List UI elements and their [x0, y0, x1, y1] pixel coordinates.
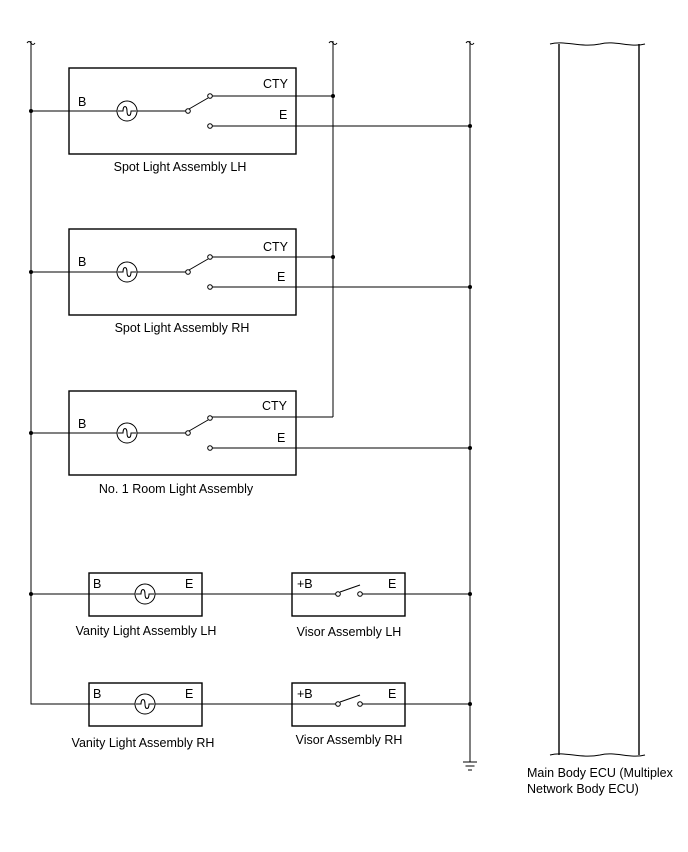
- room-light-assembly: B CTY E No. 1 Room Light Assembly: [29, 390, 472, 496]
- pin-e-label: E: [388, 577, 396, 591]
- lamp-icon: [116, 100, 138, 122]
- main-body-ecu: Main Body ECU (Multiplex Network Body EC…: [527, 42, 674, 796]
- ground-icon: [463, 761, 477, 771]
- component-label: Spot Light Assembly RH: [115, 321, 250, 335]
- junction-dot: [331, 255, 335, 259]
- wire-break-mark: [465, 41, 475, 45]
- b-bus-wire: [30, 41, 89, 705]
- junction-dot: [468, 702, 472, 706]
- junction-dot: [29, 431, 33, 435]
- pin-b-label: B: [78, 255, 86, 269]
- component-label: Visor Assembly RH: [296, 733, 403, 747]
- pin-plus-b-label: +B: [297, 687, 313, 701]
- pin-b-label: B: [78, 95, 86, 109]
- pin-b-label: B: [93, 577, 101, 591]
- pin-b-label: B: [93, 687, 101, 701]
- lamp-icon: [116, 261, 138, 283]
- junction-dot: [468, 285, 472, 289]
- wire-break-mark: [328, 41, 338, 45]
- junction-dot: [468, 446, 472, 450]
- junction-dot: [468, 592, 472, 596]
- switch-icon: [185, 93, 213, 129]
- ecu-bottom-break: [549, 753, 646, 757]
- switch-icon: [335, 694, 363, 707]
- pin-cty-label: CTY: [263, 77, 289, 91]
- junction-dot: [468, 124, 472, 128]
- pin-e-label: E: [277, 431, 285, 445]
- ecu-top-break: [549, 42, 646, 46]
- ecu-label-line1: Main Body ECU (Multiplex: [527, 766, 674, 780]
- junction-dot: [29, 270, 33, 274]
- spot-light-assembly-rh: B CTY E Spot Light Assembly RH: [29, 228, 472, 335]
- junction-dot: [331, 94, 335, 98]
- component-label: Visor Assembly LH: [297, 625, 402, 639]
- junction-dot: [29, 592, 33, 596]
- vanity-light-assembly-lh: B E Vanity Light Assembly LH: [29, 572, 336, 638]
- pin-e-label: E: [277, 270, 285, 284]
- component-label: Spot Light Assembly LH: [114, 160, 247, 174]
- visor-assembly-lh: +B E Visor Assembly LH: [291, 572, 472, 639]
- pin-e-label: E: [185, 577, 193, 591]
- component-label: Vanity Light Assembly RH: [72, 736, 215, 750]
- switch-icon: [185, 415, 213, 451]
- vanity-light-assembly-rh: B E Vanity Light Assembly RH: [72, 682, 336, 750]
- switch-icon: [185, 254, 213, 290]
- pin-cty-label: CTY: [263, 240, 289, 254]
- component-label: No. 1 Room Light Assembly: [99, 482, 254, 496]
- junction-dot: [29, 109, 33, 113]
- switch-icon: [335, 584, 363, 597]
- lamp-icon: [134, 693, 156, 715]
- pin-e-label: E: [388, 687, 396, 701]
- visor-assembly-rh: +B E Visor Assembly RH: [291, 682, 472, 747]
- spot-light-assembly-lh: B CTY E Spot Light Assembly LH: [29, 67, 472, 174]
- pin-e-label: E: [185, 687, 193, 701]
- bus-wires: [26, 41, 477, 771]
- pin-e-label: E: [279, 108, 287, 122]
- lamp-icon: [134, 583, 156, 605]
- ecu-label-line2: Network Body ECU): [527, 782, 639, 796]
- pin-cty-label: CTY: [262, 399, 288, 413]
- wire-break-mark: [26, 41, 36, 45]
- pin-b-label: B: [78, 417, 86, 431]
- pin-plus-b-label: +B: [297, 577, 313, 591]
- component-label: Vanity Light Assembly LH: [76, 624, 217, 638]
- lamp-icon: [116, 422, 138, 444]
